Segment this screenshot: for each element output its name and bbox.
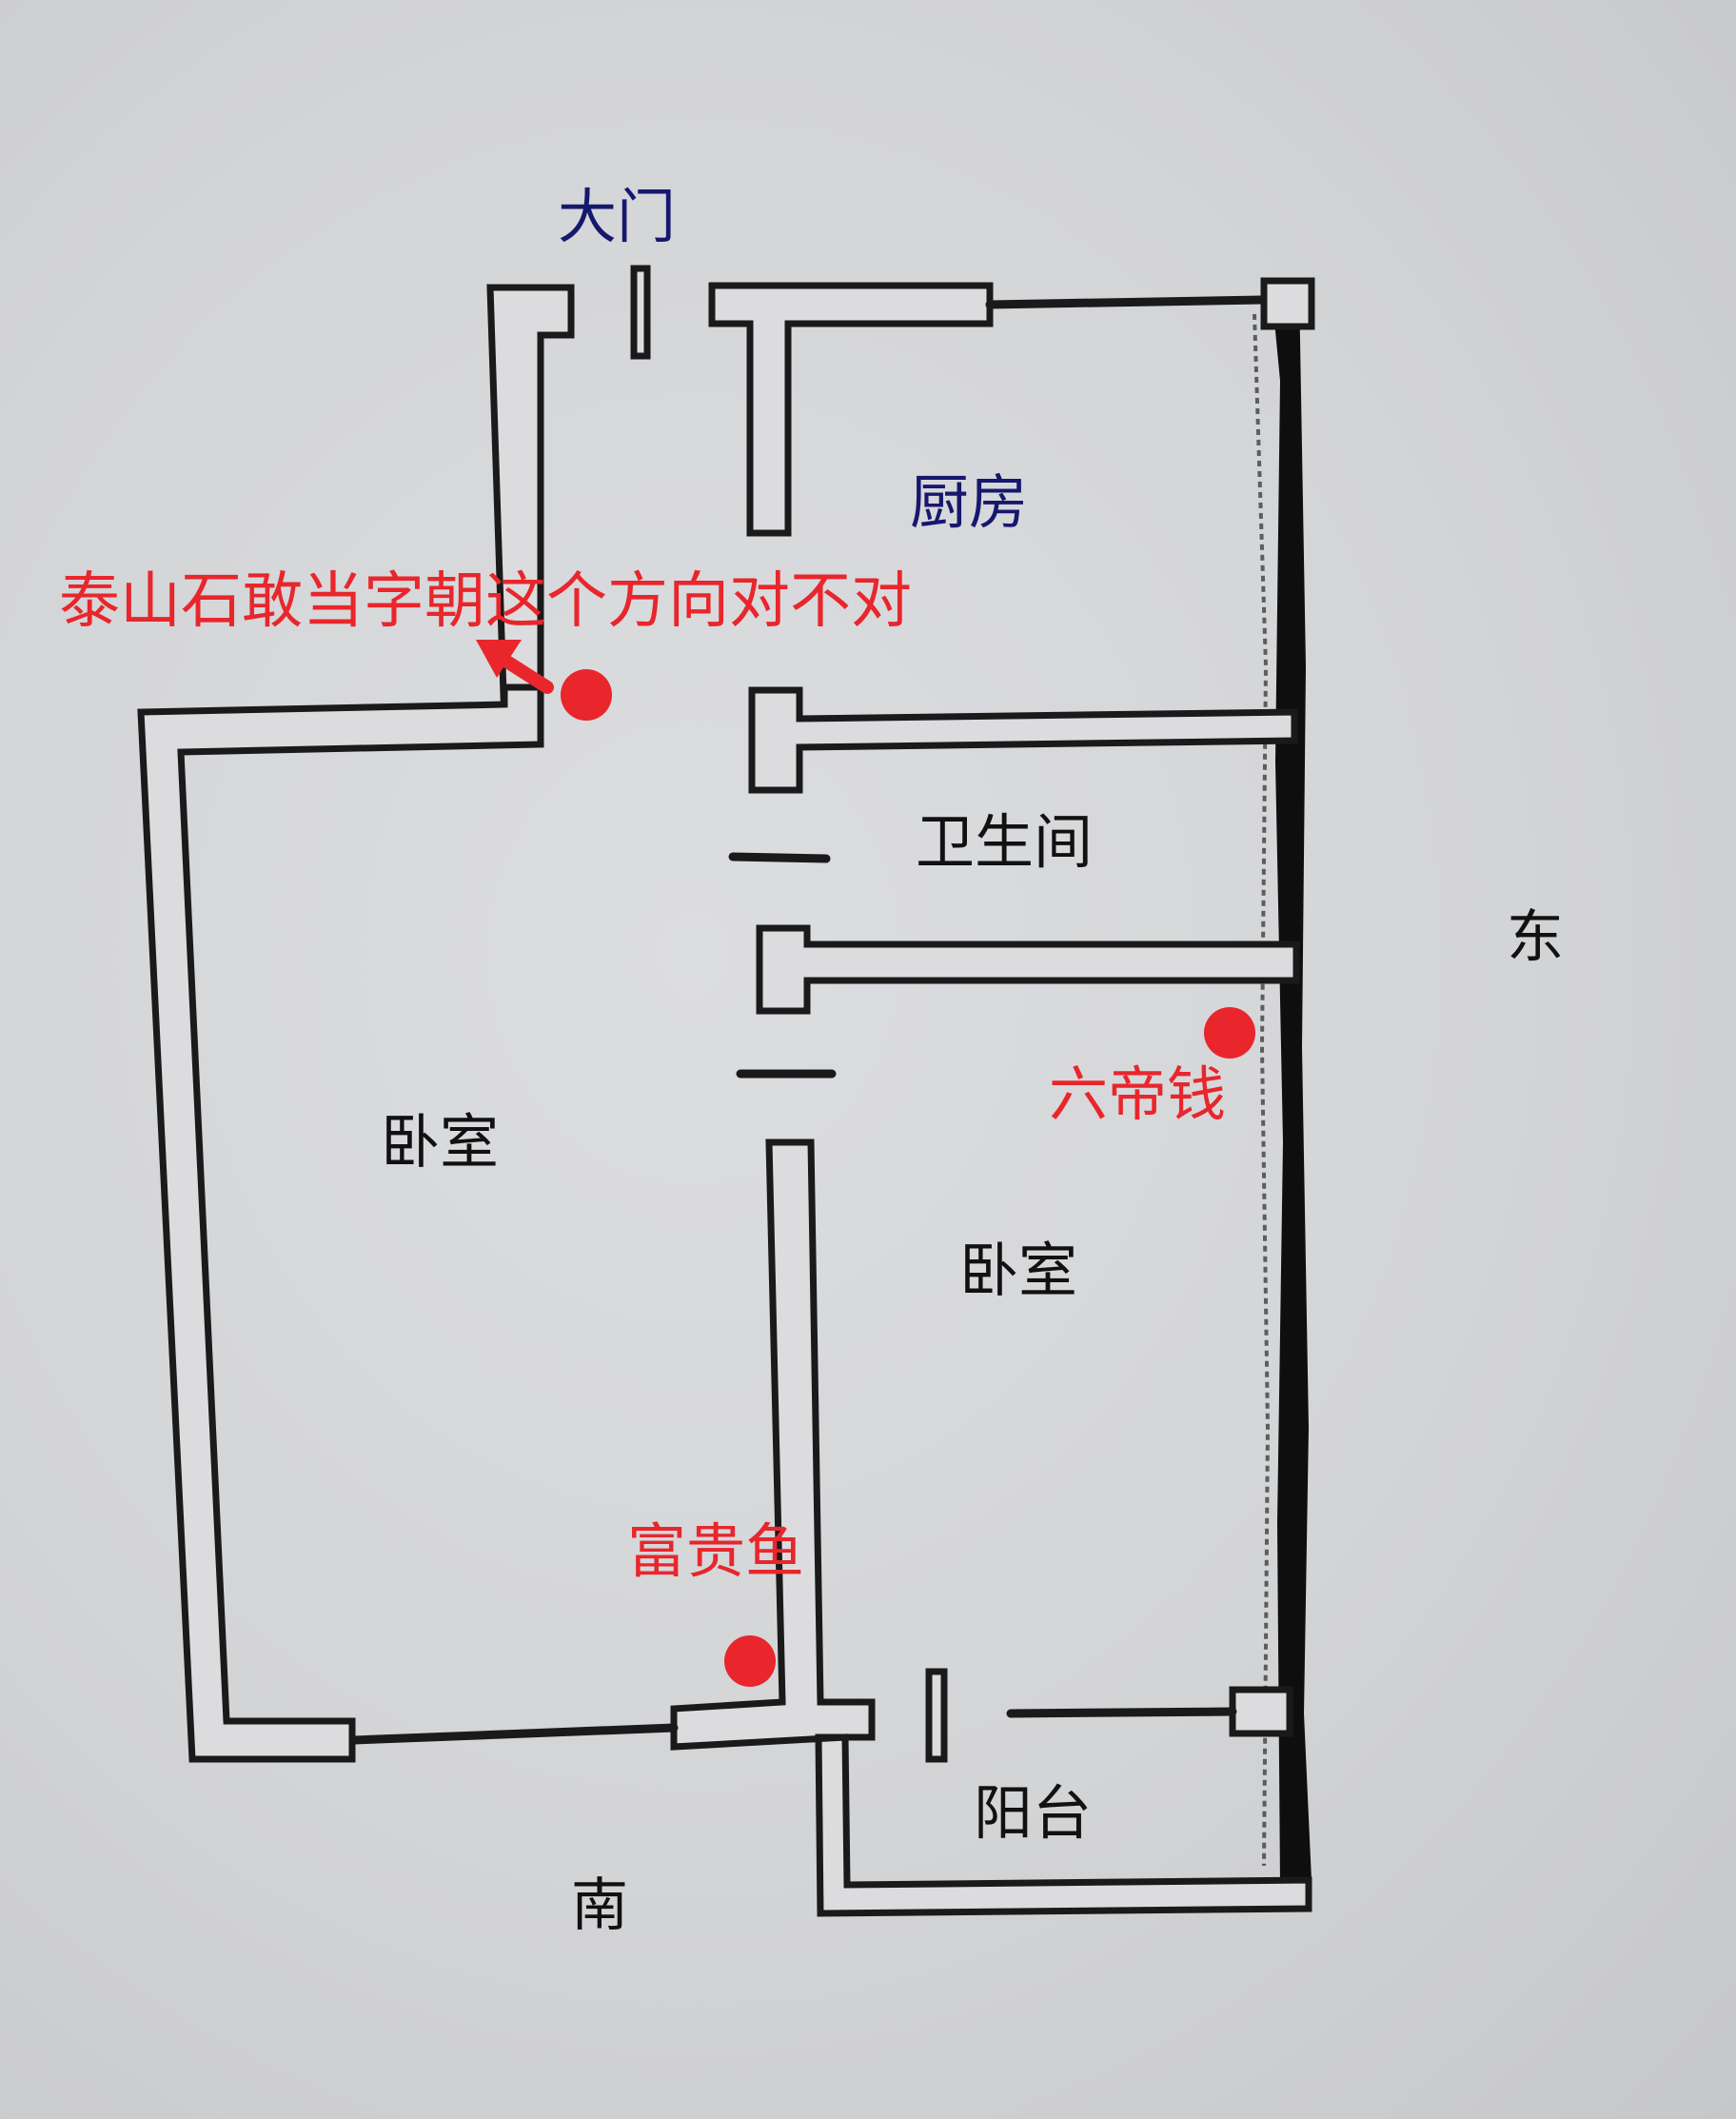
coins-annotation: 六帝钱 (1048, 1060, 1227, 1129)
kitchen-west-t-wall (708, 282, 994, 537)
west-bedroom-label: 卧室 (380, 1107, 500, 1177)
direction-east-label: 东 (1507, 904, 1564, 971)
balcony-label: 阳台 (973, 1778, 1093, 1848)
bathroom-door-leaf (728, 852, 831, 863)
entrance-door-leaf (630, 265, 651, 360)
bathroom-label: 卫生间 (915, 807, 1094, 877)
arrow-up-left-icon (476, 640, 554, 694)
stone-marker-dot (561, 669, 612, 721)
bathroom-south-wall (756, 924, 1300, 1015)
bathroom-north-wall (748, 686, 1298, 794)
east-bedroom-label: 卧室 (958, 1236, 1078, 1305)
central-partition-wall (670, 1139, 1312, 1917)
fish-marker-dot (724, 1635, 776, 1687)
east-wall (1271, 281, 1312, 1885)
entrance-label: 大门 (557, 182, 677, 251)
fish-annotation: 富贵鱼 (626, 1516, 805, 1586)
kitchen-window (985, 295, 1266, 309)
coins-marker-dot (1204, 1007, 1255, 1059)
balcony-east-post (1229, 1686, 1293, 1737)
east-wall-texture (1253, 313, 1271, 1867)
balcony-rail (1006, 1707, 1237, 1718)
kitchen-label: 厨房 (909, 467, 1029, 537)
stone-direction-question: 泰山石敢当字朝这个方向对不对 (59, 566, 912, 637)
balcony-door-leaf (925, 1668, 948, 1763)
direction-south-label: 南 (571, 1872, 628, 1939)
west-outer-wall (137, 683, 544, 1763)
west-bedroom-window (349, 1723, 679, 1745)
northeast-corner-post (1260, 277, 1315, 330)
